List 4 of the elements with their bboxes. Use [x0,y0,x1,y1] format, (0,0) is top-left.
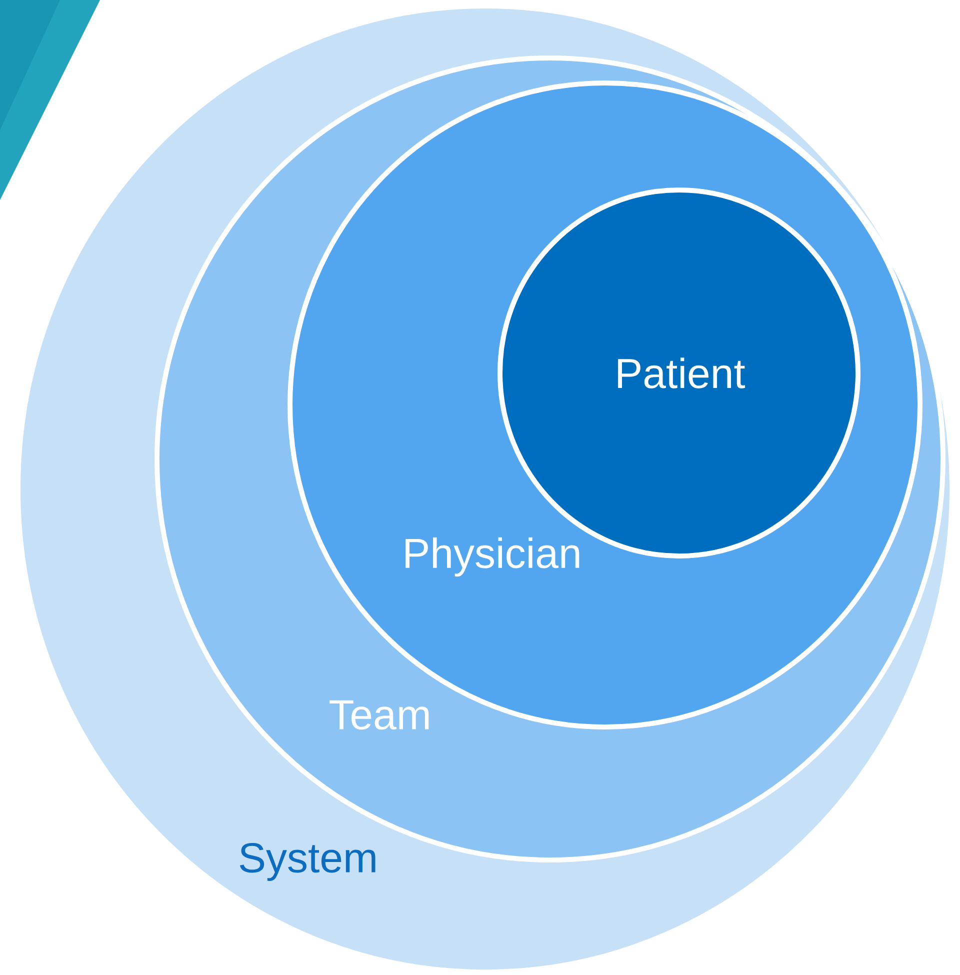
ring-label: Physician [406,537,580,577]
ring-label: System [240,842,376,882]
ring-label: Patient [618,358,746,388]
ring-label: Team [330,700,429,730]
